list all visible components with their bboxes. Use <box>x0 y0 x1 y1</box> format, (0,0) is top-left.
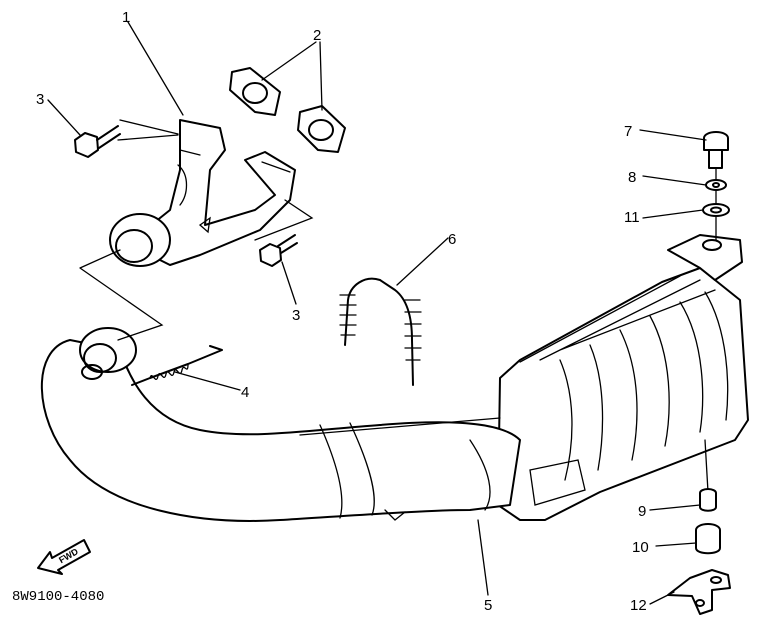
gasket-lower <box>297 105 346 153</box>
muffler <box>497 234 749 521</box>
callout-2: 2 <box>313 27 321 44</box>
coil-hose <box>339 277 422 386</box>
bracket-12 <box>667 569 731 615</box>
bolt-lower <box>259 234 298 267</box>
spring <box>131 345 223 386</box>
callout-10: 10 <box>632 539 649 556</box>
callout-1: 1 <box>122 9 130 26</box>
bolt-upper <box>74 125 121 158</box>
callout-4: 4 <box>241 384 249 401</box>
collar-9 <box>699 488 717 512</box>
bolt-7 <box>703 131 729 169</box>
callout-6: 6 <box>448 231 456 248</box>
callout-3-upper: 3 <box>36 91 44 108</box>
gasket-upper <box>229 67 281 116</box>
callout-9: 9 <box>638 503 646 520</box>
washer-8 <box>705 179 727 191</box>
washer-11 <box>702 203 730 217</box>
callout-8: 8 <box>628 169 636 186</box>
callout-7: 7 <box>624 123 632 140</box>
leader-lines <box>47 21 707 605</box>
callout-12: 12 <box>630 597 647 614</box>
callout-11: 11 <box>624 209 640 226</box>
exhaust-manifold <box>109 119 296 267</box>
callout-3-lower: 3 <box>292 307 300 324</box>
exhaust-pipe <box>40 327 521 522</box>
fwd-arrow-icon: FWD <box>37 539 91 575</box>
part-code: 8W9100-4080 <box>12 589 104 605</box>
damper-10 <box>695 523 721 555</box>
callout-5: 5 <box>484 597 492 614</box>
